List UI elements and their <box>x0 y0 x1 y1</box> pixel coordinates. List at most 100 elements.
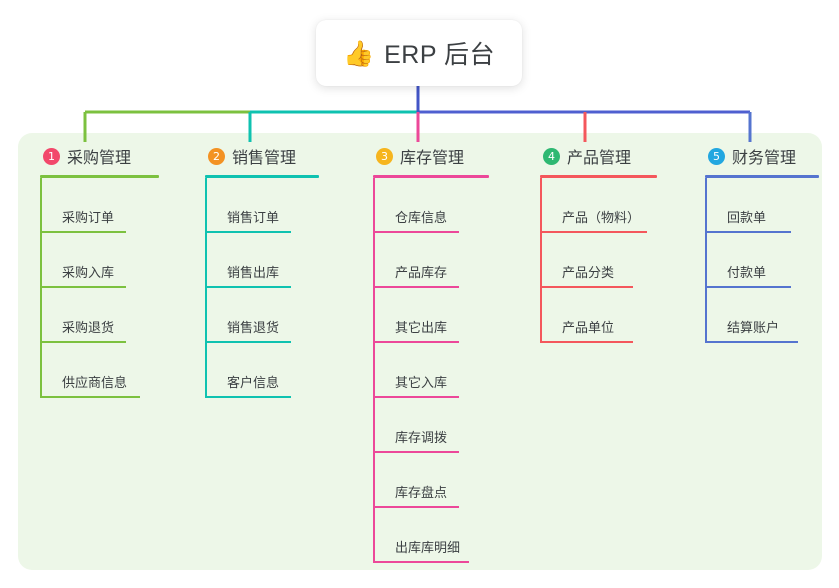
branch-header-rule <box>540 175 657 178</box>
branch-item-rule <box>373 506 459 508</box>
branch-item[interactable]: 供应商信息 <box>40 343 159 398</box>
branch-item-stem <box>540 178 542 233</box>
branch-item-rule <box>40 286 126 288</box>
branch-item[interactable]: 回款单 <box>705 178 819 233</box>
branch-number-badge: 3 <box>376 147 393 165</box>
branch-item-rule <box>540 231 647 233</box>
branch-item-rule <box>540 286 633 288</box>
branch-item[interactable]: 采购退货 <box>40 288 159 343</box>
branch-column-5: 5 财务管理回款单付款单结算账户 <box>705 145 819 343</box>
branch-item-label: 库存盘点 <box>395 485 448 500</box>
branch-item[interactable]: 其它出库 <box>373 288 489 343</box>
branch-item-label: 出库库明细 <box>395 540 461 555</box>
branch-item-stem <box>705 233 707 288</box>
branch-title: 财务管理 <box>732 150 797 167</box>
branch-item[interactable]: 库存调拨 <box>373 398 489 453</box>
branch-item-label: 客户信息 <box>227 375 280 390</box>
branch-item-label: 产品（物料） <box>562 210 641 225</box>
branch-item[interactable]: 仓库信息 <box>373 178 489 233</box>
branch-item-rule <box>205 396 291 398</box>
branch-item-rule <box>205 341 291 343</box>
branch-number-badge: 5 <box>708 147 725 165</box>
branch-item-stem <box>540 288 542 343</box>
branch-item[interactable]: 采购订单 <box>40 178 159 233</box>
branch-item-rule <box>40 341 126 343</box>
branch-item-stem <box>373 233 375 288</box>
branch-item-stem <box>373 343 375 398</box>
branch-item-stem <box>373 453 375 508</box>
branch-item-label: 其它入库 <box>395 375 448 390</box>
thumbs-up-icon: 👍 <box>342 38 375 68</box>
branch-item[interactable]: 库存盘点 <box>373 453 489 508</box>
branch-item-label: 采购订单 <box>62 210 115 225</box>
branch-item-rule <box>205 231 291 233</box>
branch-title: 销售管理 <box>232 150 297 167</box>
branch-item-label: 采购入库 <box>62 265 115 280</box>
branch-item-rule <box>205 286 291 288</box>
branch-item-label: 产品单位 <box>562 320 615 335</box>
branch-item-list: 回款单付款单结算账户 <box>705 178 819 343</box>
branch-item-label: 其它出库 <box>395 320 448 335</box>
branch-item-rule <box>705 341 798 343</box>
branch-item-list: 销售订单销售出库销售退货客户信息 <box>205 178 319 398</box>
branch-item-stem <box>40 288 42 343</box>
branch-item-stem <box>373 288 375 343</box>
branch-header-1[interactable]: 1 采购管理 <box>40 145 159 167</box>
branch-item[interactable]: 产品库存 <box>373 233 489 288</box>
branch-title: 库存管理 <box>400 150 465 167</box>
branch-number-badge: 1 <box>43 147 60 165</box>
branch-title: 采购管理 <box>67 150 132 167</box>
branch-item-list: 仓库信息产品库存其它出库其它入库库存调拨库存盘点出库库明细 <box>373 178 489 563</box>
branch-item-rule <box>40 396 140 398</box>
branch-header-4[interactable]: 4 产品管理 <box>540 145 657 167</box>
branch-column-1: 1 采购管理采购订单采购入库采购退货供应商信息 <box>40 145 159 398</box>
branch-item-label: 产品库存 <box>395 265 448 280</box>
branch-item-label: 采购退货 <box>62 320 115 335</box>
branch-item[interactable]: 销售出库 <box>205 233 319 288</box>
branch-header-rule <box>40 175 159 178</box>
branch-item-stem <box>205 233 207 288</box>
branch-header-rule <box>373 175 489 178</box>
branch-item-label: 回款单 <box>727 210 767 225</box>
branch-item-stem <box>373 178 375 233</box>
branch-item[interactable]: 销售退货 <box>205 288 319 343</box>
branch-item-rule <box>373 231 459 233</box>
branch-item[interactable]: 采购入库 <box>40 233 159 288</box>
branch-item-list: 采购订单采购入库采购退货供应商信息 <box>40 178 159 398</box>
branch-item-rule <box>373 561 469 563</box>
branch-item-stem <box>205 178 207 233</box>
branch-item-rule <box>540 341 633 343</box>
branch-item-label: 产品分类 <box>562 265 615 280</box>
branch-header-rule <box>705 175 819 178</box>
branch-item-stem <box>205 288 207 343</box>
branch-item-rule <box>40 231 126 233</box>
branch-column-3: 3 库存管理仓库信息产品库存其它出库其它入库库存调拨库存盘点出库库明细 <box>373 145 489 563</box>
diagram-panel <box>18 133 822 570</box>
branch-item-label: 销售出库 <box>227 265 280 280</box>
branch-item[interactable]: 客户信息 <box>205 343 319 398</box>
branch-item[interactable]: 结算账户 <box>705 288 819 343</box>
branch-item-rule <box>373 286 459 288</box>
branch-header-5[interactable]: 5 财务管理 <box>705 145 819 167</box>
branch-number-badge: 4 <box>543 147 560 165</box>
branch-item[interactable]: 产品分类 <box>540 233 657 288</box>
branch-item-stem <box>705 288 707 343</box>
branch-item-rule <box>373 396 459 398</box>
branch-item[interactable]: 出库库明细 <box>373 508 489 563</box>
branch-item[interactable]: 付款单 <box>705 233 819 288</box>
branch-item-label: 库存调拨 <box>395 430 448 445</box>
branch-item-rule <box>705 286 791 288</box>
branch-title: 产品管理 <box>567 150 632 167</box>
branch-item-label: 销售订单 <box>227 210 280 225</box>
root-node[interactable]: 👍 ERP 后台 <box>316 20 522 86</box>
branch-item-stem <box>40 233 42 288</box>
branch-item[interactable]: 产品单位 <box>540 288 657 343</box>
branch-item[interactable]: 其它入库 <box>373 343 489 398</box>
branch-header-3[interactable]: 3 库存管理 <box>373 145 489 167</box>
branch-item-stem <box>205 343 207 398</box>
branch-item-stem <box>373 398 375 453</box>
branch-item[interactable]: 销售订单 <box>205 178 319 233</box>
branch-item-stem <box>705 178 707 233</box>
branch-item[interactable]: 产品（物料） <box>540 178 657 233</box>
